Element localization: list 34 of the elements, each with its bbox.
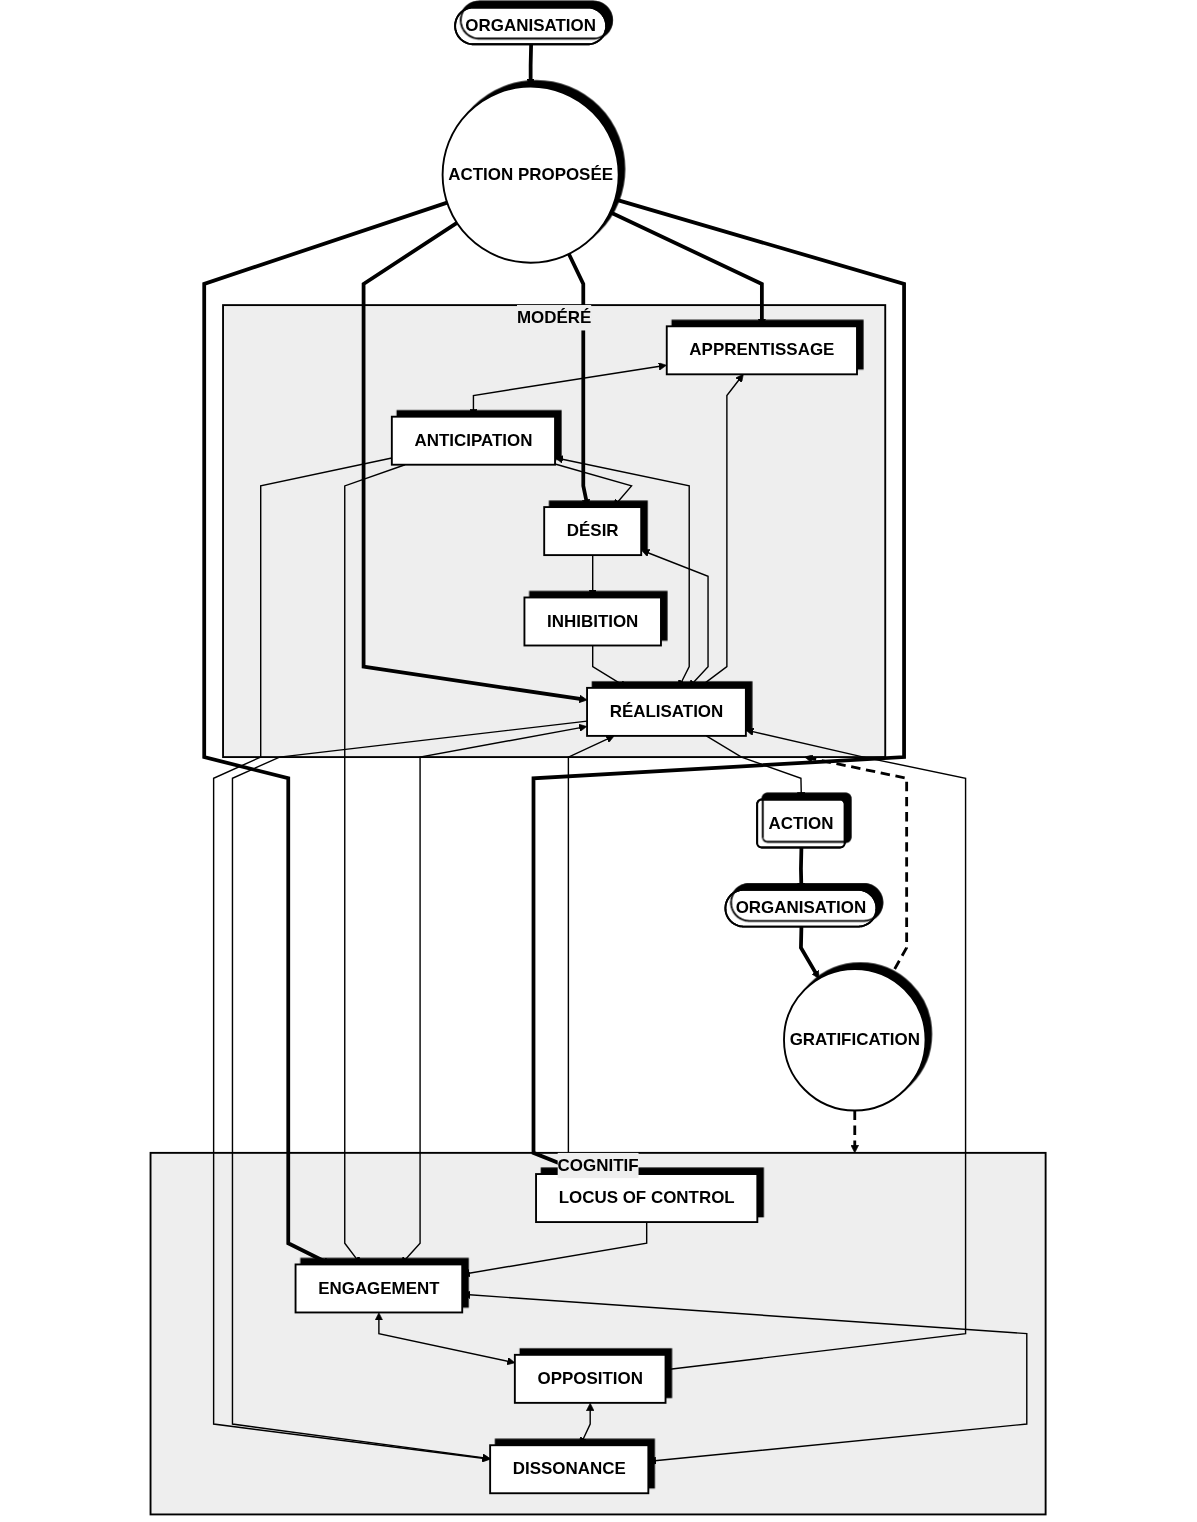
arrow (589, 554, 598, 598)
node-circle: GRATIFICATION (783, 968, 927, 1112)
arrow (797, 847, 806, 891)
node-box: ANTICIPATION (391, 415, 557, 466)
arrow (554, 463, 634, 508)
arrow (665, 727, 967, 1371)
arrow (851, 1110, 860, 1154)
arrow (567, 253, 591, 508)
node-box: ENGAGEMENT (295, 1263, 464, 1314)
arrow (592, 644, 629, 689)
node-box: DÉSIR (543, 506, 643, 557)
arrow (462, 1290, 1028, 1465)
node-box: APPRENTISSAGE (666, 325, 859, 376)
arrow (362, 221, 588, 703)
arrow (641, 549, 710, 689)
arrow (400, 723, 588, 1265)
arrow (609, 210, 767, 327)
node-box: RÉALISATION (586, 686, 748, 737)
arrow (375, 1312, 516, 1366)
arrow (706, 735, 806, 801)
node-box: LOCUS OF CONTROL (535, 1173, 759, 1223)
node-box: INHIBITION (523, 596, 663, 647)
arrow (799, 927, 820, 979)
node-circle: ACTION PROPOSÉE (442, 85, 621, 264)
arrow (202, 200, 449, 1265)
arrow (462, 1221, 648, 1278)
node-box: OPPOSITION (514, 1353, 667, 1404)
arrow (469, 362, 668, 418)
arrow (804, 754, 909, 970)
arrow (698, 373, 745, 689)
arrow (526, 44, 536, 87)
arrow (555, 455, 691, 689)
node-box: DISSONANCE (489, 1444, 650, 1495)
arrow (580, 1402, 595, 1446)
